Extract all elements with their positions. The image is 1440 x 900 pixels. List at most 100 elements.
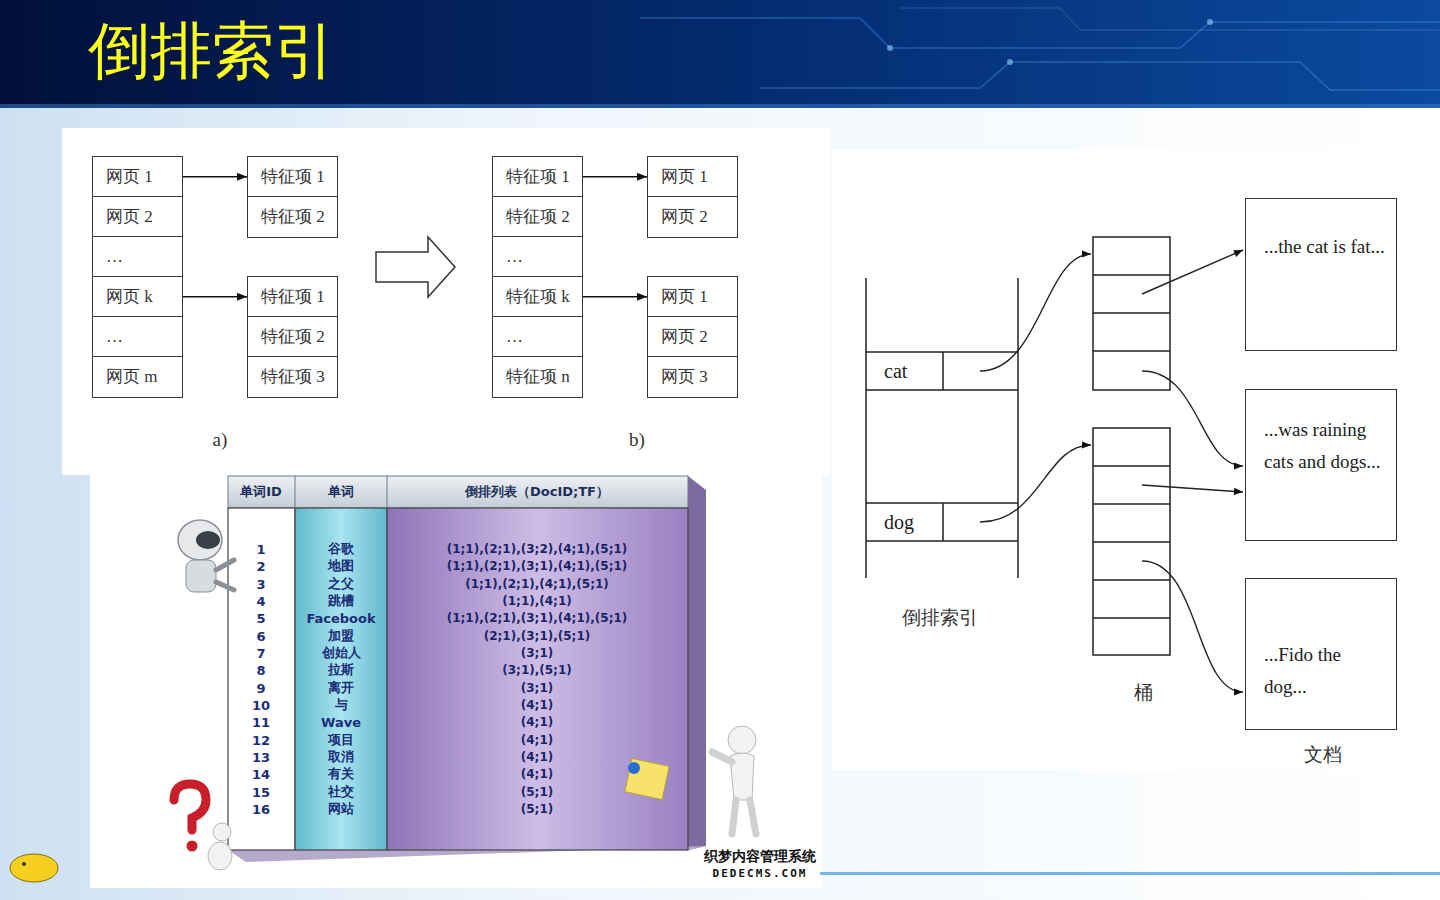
list-box: …: [492, 316, 583, 358]
box-label: 特征项 2: [261, 205, 325, 228]
table-cell-word: 社交: [328, 783, 354, 801]
list-box: 网页 m: [92, 356, 183, 398]
table-cell-id: 16: [252, 801, 270, 816]
circuit-dot: [1207, 19, 1213, 25]
connector-arrow: [583, 176, 647, 178]
box-label: 网页 2: [661, 205, 708, 228]
table-cell-id: 2: [256, 559, 265, 574]
list-box: 网页 1: [647, 276, 738, 318]
table-cell-word: 网站: [328, 800, 354, 818]
table-column: [295, 508, 387, 850]
table-cell-id: 15: [252, 784, 270, 799]
box-label: 网页 m: [106, 365, 157, 388]
logo-elephant: [10, 854, 58, 882]
pointer-arrow: [1142, 250, 1243, 294]
box-label: 特征项 n: [506, 365, 570, 388]
table-cell-postings: (3;1),(5;1): [502, 663, 572, 677]
table-header: 单词ID: [240, 483, 282, 501]
list-box: 网页 2: [647, 316, 738, 358]
table-cell-postings: (1;1),(2;1),(3;1),(4;1),(5;1): [447, 559, 628, 573]
list-box: 特征项 1: [247, 276, 338, 318]
box-label: 网页 2: [106, 205, 153, 228]
table-cell-word: 离开: [328, 679, 354, 697]
list-box: 特征项 1: [492, 156, 583, 198]
table-rule: [387, 476, 388, 508]
index-cell-outline: [866, 352, 1018, 390]
table-column: [387, 508, 688, 850]
table-cell-word: 地图: [328, 557, 354, 575]
bucket: [1093, 237, 1170, 390]
pointer-arrow: [1142, 561, 1243, 692]
box-label: 特征项 2: [261, 325, 325, 348]
box-label: 网页 k: [106, 285, 153, 308]
table-cell-postings: (1;1),(2;1),(3;1),(4;1),(5;1): [447, 611, 628, 625]
slide-title: 倒排索引: [88, 14, 336, 88]
box-label: 特征项 2: [506, 205, 570, 228]
list-box: 特征项 3: [247, 356, 338, 398]
table-cell-word: 有关: [328, 765, 354, 783]
box-label: …: [106, 247, 123, 267]
index-cell: dog: [866, 504, 943, 540]
table-cell-id: 11: [252, 715, 270, 730]
circuit-dot: [1007, 59, 1013, 65]
list-box: 特征项 2: [247, 196, 338, 238]
box-label: 特征项 1: [506, 165, 570, 188]
leaning-figure: [712, 752, 756, 834]
box-label: …: [506, 247, 523, 267]
thinking-figure: [213, 823, 231, 841]
document-box: ...the cat is fat...: [1245, 198, 1397, 351]
pointer-arrow: [1142, 371, 1243, 466]
table-cell-word: 加盟: [328, 627, 354, 645]
table-cell-word: 跳槽: [328, 592, 354, 610]
figure-panel: [90, 475, 822, 888]
figure-panel: [62, 128, 830, 475]
list-box: 网页 3: [647, 356, 738, 398]
list-box: 网页 2: [647, 196, 738, 238]
table-cell-word: Facebook: [306, 611, 375, 626]
table-cell-postings: (5;1): [521, 802, 553, 816]
question-mark-figure: [174, 784, 206, 830]
table-cell-id: 13: [252, 749, 270, 764]
table-cell-word: Wave: [321, 715, 361, 730]
box-label: …: [506, 327, 523, 347]
table-cell-id: 7: [256, 645, 265, 660]
table-cell-postings: (2;1),(3;1),(5;1): [484, 629, 591, 643]
figure-caption: 文档: [1304, 742, 1342, 768]
table-cell-postings: (3;1): [521, 681, 553, 695]
pin: [628, 762, 640, 774]
figure-caption: 倒排索引: [902, 605, 978, 631]
table-cell-id: 4: [256, 593, 265, 608]
table-cell-postings: (4;1): [521, 715, 553, 729]
table-cell-word: 谷歌: [328, 540, 354, 558]
box-label: 特征项 k: [506, 285, 570, 308]
document-text: ...the cat is fat...: [1264, 231, 1388, 263]
table-side: [688, 476, 706, 850]
box-label: 特征项 3: [261, 365, 325, 388]
list-box: …: [92, 236, 183, 278]
box-label: …: [106, 327, 123, 347]
document-box: ...was raining cats and dogs...: [1245, 389, 1397, 541]
table-cell-word: 创始人: [322, 644, 361, 662]
table-cell-word: 与: [335, 696, 348, 714]
thinking-figure: [208, 842, 232, 870]
circuit-line: [760, 62, 1440, 90]
pointer-arrow: [980, 254, 1091, 371]
circuit-line: [900, 8, 1440, 30]
box-label: 网页 1: [661, 165, 708, 188]
robot-figure: [216, 560, 234, 590]
index-cell-outline: [866, 503, 1018, 541]
robot-figure: [196, 531, 220, 549]
table-cell-postings: (4;1): [521, 767, 553, 781]
logo-elephant: [22, 862, 26, 866]
connector-arrow: [583, 296, 647, 298]
question-mark-figure: [187, 841, 198, 852]
table-cell-word: 项目: [328, 731, 354, 749]
list-box: 特征项 2: [247, 316, 338, 358]
list-box: 网页 2: [92, 196, 183, 238]
table-cell-postings: (4;1): [521, 733, 553, 747]
connector-arrow: [183, 296, 247, 298]
robot-figure: [186, 560, 216, 592]
table-cell-postings: (4;1): [521, 698, 553, 712]
bucket: [1093, 428, 1170, 655]
